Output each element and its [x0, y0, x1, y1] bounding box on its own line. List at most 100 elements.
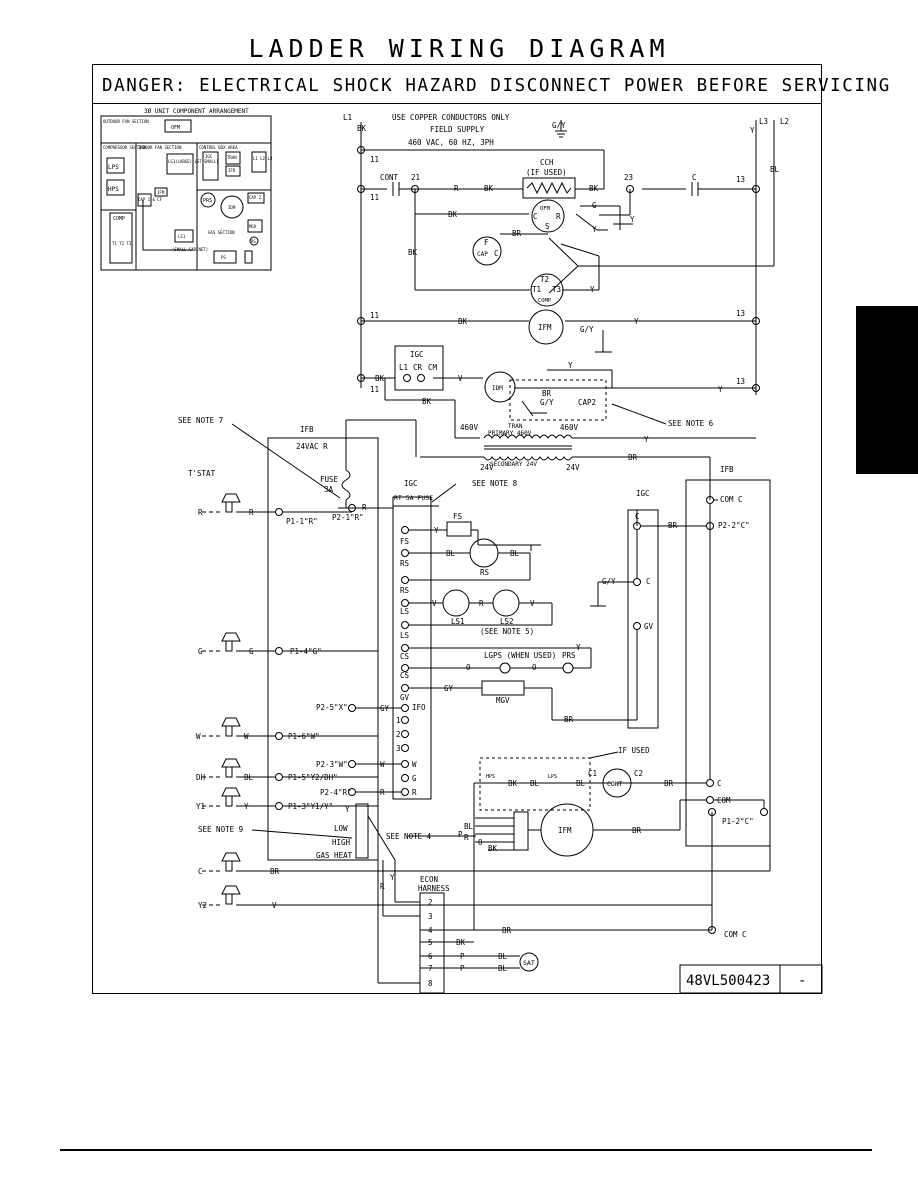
label-11-b: 11 — [370, 193, 379, 202]
label-rt5a: RT 5A FUSE — [394, 494, 433, 502]
label-c2: C2 — [634, 769, 643, 778]
label-fuse: FUSE — [320, 475, 339, 484]
label-comp: COMP — [538, 298, 552, 304]
label-y-4: Y — [634, 317, 639, 326]
cap2-box — [509, 379, 607, 421]
label-bk-10: BK — [456, 938, 466, 947]
label-see-note-8: SEE NOTE 8 — [472, 479, 518, 488]
label-y-l3: Y — [750, 126, 755, 135]
arr-hps: HPS — [108, 186, 119, 193]
label-lps: LPS — [548, 774, 557, 780]
label-ofm-r: R — [556, 212, 561, 221]
label-see-note-7: SEE NOTE 7 — [178, 416, 223, 425]
label-p1-3: P1-3"Y1/Y" — [288, 802, 333, 811]
arr-gas-section: GAS SECTION — [208, 230, 235, 235]
label-bl-7: BL — [498, 964, 508, 973]
arrangement-title: 3Ø UNIT COMPONENT ARRANGEMENT — [144, 108, 249, 115]
label-24v-l: 24V — [480, 463, 494, 472]
label-cap-cap: CAP — [477, 251, 488, 258]
label-21: 21 — [411, 173, 420, 182]
label-r-igc: R — [412, 788, 417, 797]
igc-board-right — [627, 509, 659, 729]
label-p1-6w: P1-6"W" — [288, 732, 320, 741]
label-gy-3: G/Y — [602, 577, 616, 586]
label-see-note-4: SEE NOTE 4 — [386, 832, 432, 841]
arr-compressor: COMPRESSOR SECTION — [103, 145, 147, 150]
label-lgps: LGPS (WHEN USED) — [484, 651, 556, 660]
label-br-3: BR — [628, 453, 638, 462]
label-c-tstat: C — [198, 867, 203, 876]
label-bk-3: BK — [448, 210, 458, 219]
label-ifb-top: IFB — [300, 425, 314, 434]
label-t1: T1 — [532, 285, 541, 294]
label-v-2: V — [432, 599, 437, 608]
label-l1: L1 — [343, 113, 352, 122]
label-r-4: R — [464, 833, 469, 842]
label-harness: HARNESS — [418, 884, 450, 893]
label-11-c: 11 — [370, 311, 379, 320]
label-bk-l1: BK — [357, 124, 367, 133]
label-cch: CCH — [540, 158, 554, 167]
label-ls2: LS2 — [500, 617, 514, 626]
cap-capacitor — [472, 236, 502, 266]
label-bk-6: BK — [375, 374, 385, 383]
label-br-6: BR — [664, 779, 674, 788]
label-br-4: BR — [668, 521, 678, 530]
label-low: LOW — [334, 824, 348, 833]
arr-l-terms: L1 L2 L3 — [253, 156, 273, 161]
label-y-switch: Y — [345, 805, 350, 814]
label-bl-l2: BL — [770, 165, 780, 174]
label-bl-1: BL — [446, 549, 456, 558]
label-com-c-top: COM C — [720, 495, 743, 504]
label-gv-pin: GV — [400, 693, 410, 702]
label-pin-h2: 2 — [428, 898, 433, 907]
label-p2-2c: P2-2"C" — [718, 521, 750, 530]
label-pin-h7: 7 — [428, 964, 433, 973]
label-fs-pin: FS — [400, 537, 410, 546]
label-r-2: R — [362, 503, 367, 512]
arr-igc: IGC — [205, 154, 213, 159]
arr-small-cabinet: (SMALL CABINET) — [172, 247, 208, 252]
label-if-used: IF USED — [618, 746, 650, 755]
label-y2-tstat: Y2 — [198, 901, 207, 910]
label-y-10: Y — [390, 873, 395, 882]
label-r-wire: R — [249, 508, 254, 517]
label-econ: ECON — [420, 875, 438, 884]
label-24v-r: 24V — [566, 463, 580, 472]
label-460v-r: 460V — [560, 423, 579, 432]
label-ifb-right: IFB — [720, 465, 734, 474]
label-ls-pin-a: LS — [400, 607, 410, 616]
label-y-9: Y — [576, 643, 581, 652]
label-cr: CR — [413, 363, 423, 372]
label-tstat: T'STAT — [188, 469, 216, 478]
ofm-motor — [531, 199, 565, 233]
label-y-6: Y — [718, 385, 723, 394]
label-o-1: O — [466, 663, 471, 672]
label-ls-pin-b: LS — [400, 631, 410, 640]
label-primary: PRIMARY 460V — [488, 430, 532, 437]
label-field-supply: FIELD SUPPLY — [430, 125, 485, 134]
label-23: 23 — [624, 173, 633, 182]
label-c-ifb: C — [717, 779, 722, 788]
arr-cap2: CAP 2 — [249, 195, 262, 200]
label-y-2: Y — [592, 225, 597, 234]
label-br-5: BR — [564, 715, 574, 724]
arr-indoor-fan: INDOOR FAN SECTION — [138, 145, 182, 150]
label-pin-3: 3 — [396, 744, 401, 753]
label-y-7: Y — [644, 435, 649, 444]
label-volts: 460 VAC, 60 HZ, 3PH — [408, 138, 494, 147]
fuse-symbol — [341, 469, 351, 501]
label-gy-5: GY — [380, 704, 390, 713]
label-br-9: BR — [502, 926, 512, 935]
label-cs-a: CS — [400, 652, 410, 661]
arr-mgv: MGV — [249, 224, 257, 229]
label-13-a: 13 — [736, 175, 745, 184]
econ-harness — [419, 892, 445, 994]
label-y-tstat: Y — [244, 802, 249, 811]
revision: - — [798, 973, 806, 989]
label-bl-tstat: BL — [244, 773, 254, 782]
page-title: LADDER WIRING DIAGRAM — [248, 34, 670, 63]
label-tran: TRAN — [508, 423, 523, 430]
label-pin-h6: 6 — [428, 952, 433, 961]
label-bl-3: BL — [530, 779, 540, 788]
